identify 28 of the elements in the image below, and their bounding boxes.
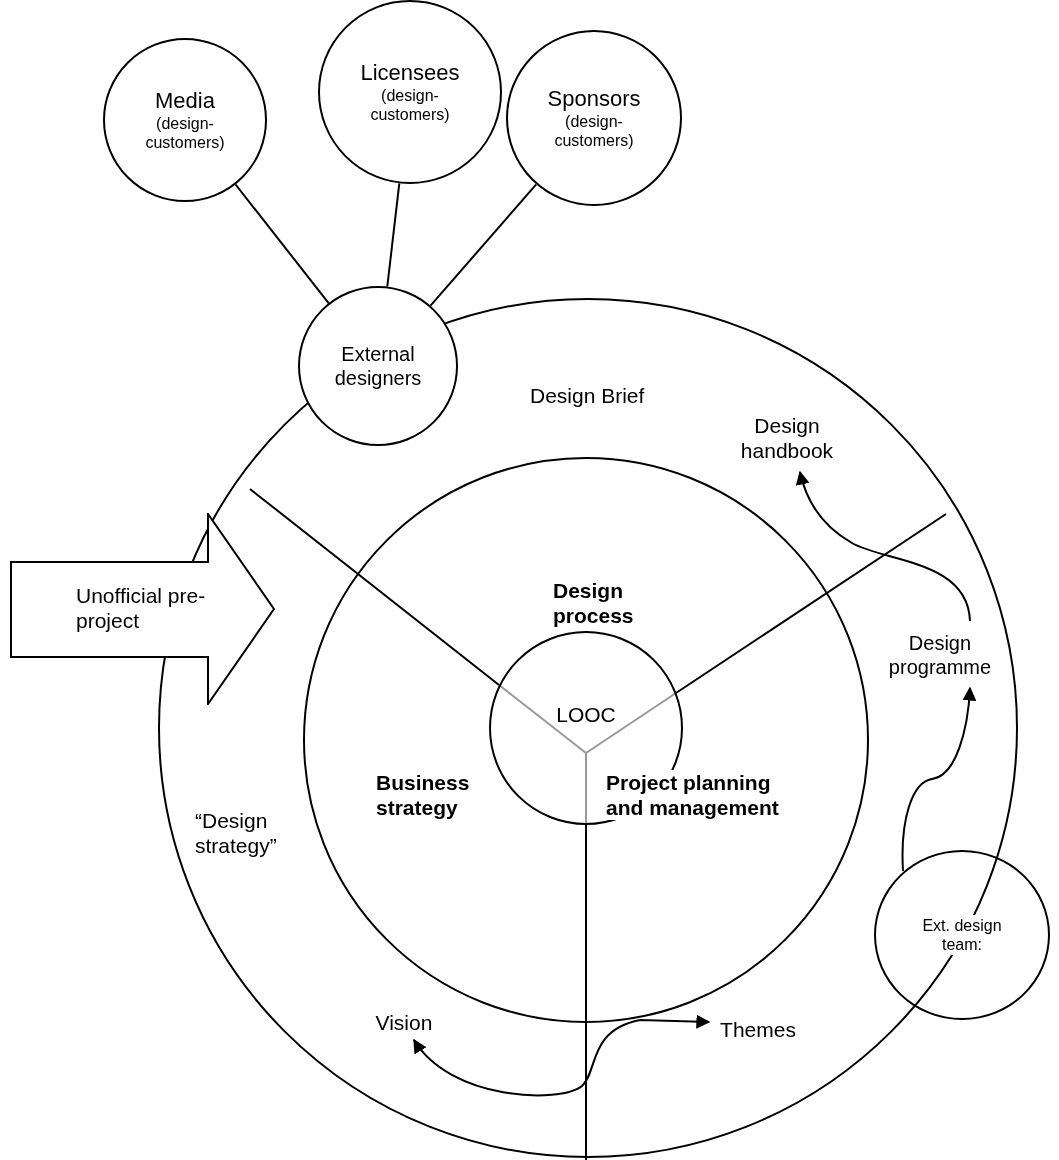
stakeholder-circle <box>103 38 267 202</box>
connector-line <box>429 183 538 307</box>
region-label: Business strategy <box>376 770 471 821</box>
arrow <box>413 1014 711 1097</box>
circle-sublabel: (design-customers) <box>369 86 451 125</box>
team-circle <box>874 850 1050 1020</box>
region-label: “Design strategy” <box>195 808 278 859</box>
circle-sublabel: (design-customers) <box>144 114 226 153</box>
stakeholder-circle <box>318 0 502 184</box>
circle-label: External designers <box>333 342 423 390</box>
region-label: Design Brief <box>530 383 646 409</box>
circle-label: Media <box>155 87 215 114</box>
region-label: LOOC <box>555 702 617 728</box>
circle-label: Licensees <box>360 59 460 86</box>
region-label: Design process <box>553 578 635 629</box>
arrow <box>901 686 977 872</box>
arrow <box>796 470 971 622</box>
arrow-label: Unofficial pre-project <box>76 583 207 634</box>
text-label: Design programme <box>870 624 1010 686</box>
circle-label: Sponsors <box>547 85 641 112</box>
block-arrow <box>10 513 275 705</box>
text-label: Design handbook <box>722 405 852 471</box>
text-label: Vision <box>363 1007 445 1039</box>
circle-sublabel: (design-customers) <box>553 112 635 151</box>
connector-line <box>386 182 401 288</box>
stakeholder-circle <box>506 30 682 206</box>
text-label: Themes <box>712 1014 804 1046</box>
connector-line <box>234 183 330 305</box>
